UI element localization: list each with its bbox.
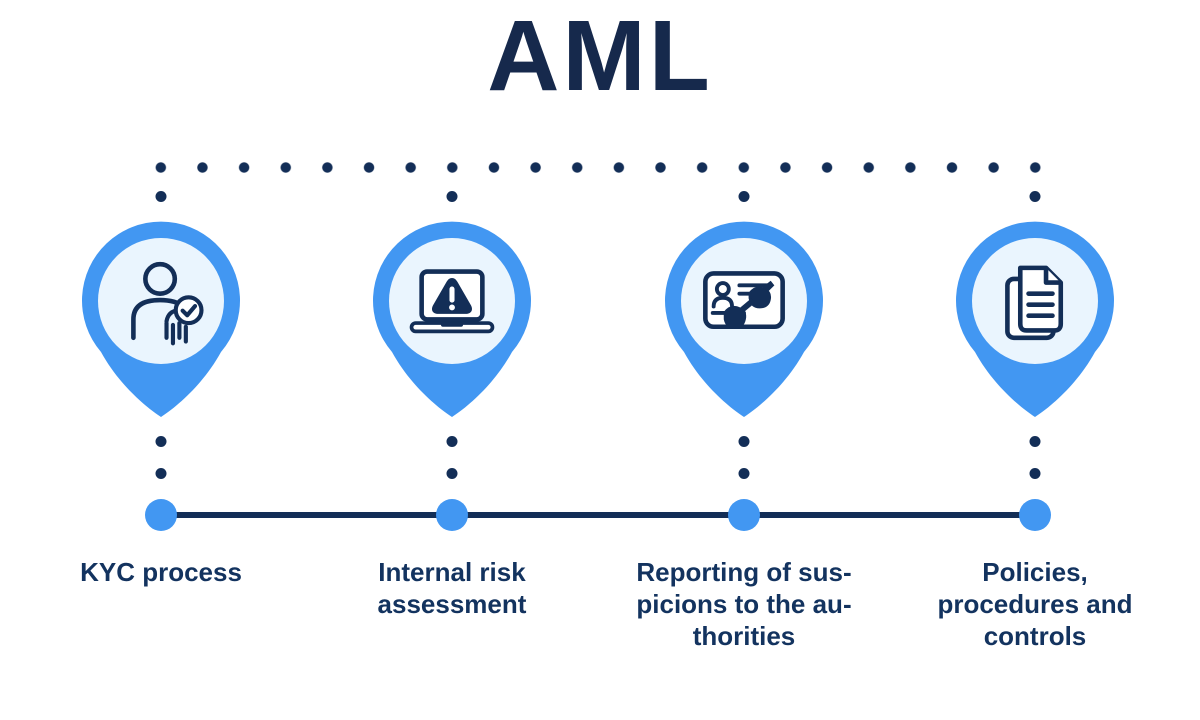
connector-dot [155, 191, 167, 202]
connector-dot [1029, 468, 1041, 479]
connector-dot [446, 436, 458, 447]
id-card-glasses-icon [703, 271, 785, 330]
timeline-line [161, 512, 1035, 518]
timeline-node [145, 499, 177, 531]
connector-dot [446, 468, 458, 479]
connector-dot [738, 436, 750, 447]
connector-dot [1029, 191, 1041, 202]
item-label: Internal risk assessment [377, 557, 527, 619]
timeline-node [436, 499, 468, 531]
item-label: Policies, procedures and controls [937, 557, 1133, 651]
item-label: KYC process [80, 557, 242, 587]
laptop-warning-icon [409, 269, 495, 334]
connector-dot [446, 191, 458, 202]
timeline-node [1019, 499, 1051, 531]
connector-dot [155, 436, 167, 447]
top-dotted-line [140, 162, 1057, 173]
connector-dot [155, 468, 167, 479]
connector-dot [1029, 436, 1041, 447]
item-label: Reporting of sus- picions to the au- tho… [636, 557, 852, 651]
timeline-node [728, 499, 760, 531]
documents-icon [1005, 265, 1064, 341]
connector-dot [738, 468, 750, 479]
connector-dot [738, 191, 750, 202]
person-check-icon [131, 261, 204, 346]
page-title: AML [487, 0, 713, 112]
